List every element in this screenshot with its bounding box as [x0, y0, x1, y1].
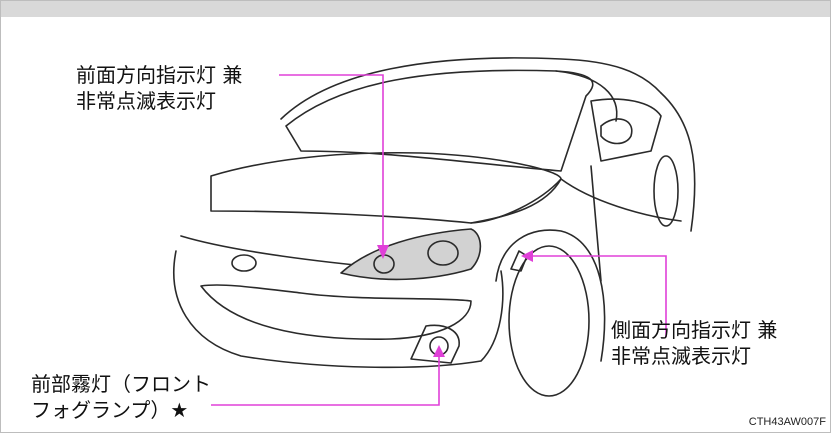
front-bumper [173, 250, 504, 369]
leader-side-turn [529, 255, 667, 337]
front-turn-label-line1: 前面方向指示灯 兼 [76, 63, 243, 87]
leader-front-turn [279, 74, 384, 249]
leader-front-fog-arrow [433, 345, 445, 357]
front-fog-label-line2: フォグランプ）★ [31, 398, 189, 422]
windshield [285, 69, 594, 172]
front-fog-label: 前部霧灯（フロント フォグランプ）★ [31, 371, 211, 423]
side-turn-label-line1: 側面方向指示灯 兼 [611, 318, 778, 342]
hood [210, 151, 562, 224]
side-window [590, 98, 662, 162]
front-turn-label-line2: 非常点滅表示灯 [76, 89, 216, 113]
leader-front-turn-arrow [377, 245, 389, 259]
leader-side-turn-arrow [521, 250, 533, 262]
header-bar [1, 1, 830, 17]
side-turn-label-line2: 非常点滅表示灯 [611, 344, 751, 368]
side-mirror [600, 118, 633, 145]
front-fender [470, 178, 682, 224]
front-fog-label-line1: 前部霧灯（フロント [31, 372, 211, 396]
side-turn-signal [510, 250, 528, 272]
a-pillar [555, 70, 618, 122]
rear-wheel [653, 155, 679, 227]
lower-intake [200, 284, 472, 340]
fog-lamp-housing [410, 324, 460, 364]
front-emblem [231, 254, 257, 272]
rear-quarter [660, 92, 696, 232]
side-turn-label: 側面方向指示灯 兼 非常点滅表示灯 [611, 317, 777, 369]
front-turn-label: 前面方向指示灯 兼 非常点滅表示灯 [76, 62, 242, 114]
door-line [590, 165, 602, 282]
front-wheel-arch [495, 229, 606, 362]
headlamp-main-lens [427, 240, 459, 266]
front-wheel [508, 245, 590, 397]
figure-code: CTH43AW007F [748, 416, 826, 428]
leader-front-fog [211, 353, 440, 406]
headlamp [340, 228, 482, 281]
car-roof [280, 57, 662, 120]
